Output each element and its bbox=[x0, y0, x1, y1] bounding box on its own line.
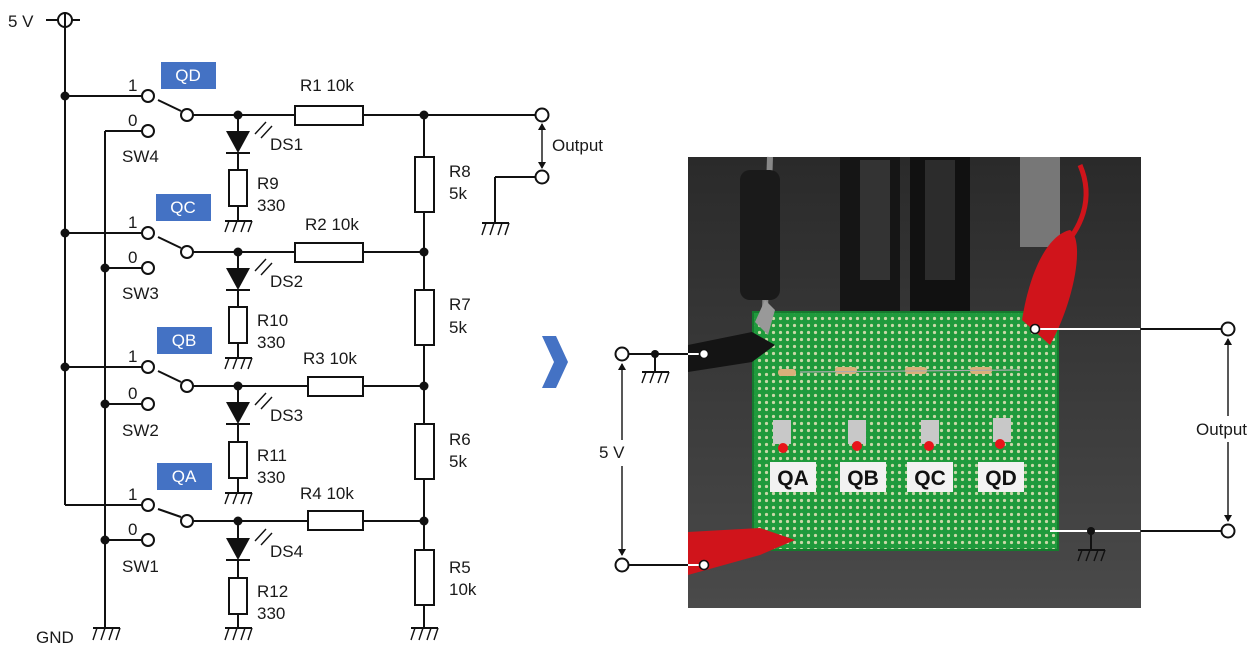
r3-label: R3 10k bbox=[303, 349, 357, 368]
stage-qa: 1 0 SW1 QA R4 10k DS4 R12 330 bbox=[65, 463, 424, 641]
gnd-symbol bbox=[92, 627, 121, 641]
r4-label: R4 10k bbox=[300, 484, 354, 503]
red-clip-top bbox=[1022, 230, 1078, 345]
pos-one-sw2: 1 bbox=[128, 347, 137, 366]
r12-value: 330 bbox=[257, 604, 285, 623]
gnd-symbol bbox=[410, 627, 439, 641]
photo-annotations: 5 V Output bbox=[596, 321, 1259, 573]
tag-qb-text: QB bbox=[172, 331, 197, 350]
pos-one-sw4: 1 bbox=[128, 76, 137, 95]
ladder: R8 5k R7 5k R6 5k R5 10k bbox=[410, 110, 477, 641]
tag-qd-text: QD bbox=[175, 66, 201, 85]
gnd-symbol bbox=[1077, 549, 1106, 562]
r11-name: R11 bbox=[257, 446, 287, 465]
stage-qd: 1 0 SW4 QD R1 10k DS1 R9 330 bbox=[60, 62, 538, 233]
tag-qc bbox=[156, 194, 211, 221]
resistor-r3 bbox=[307, 376, 364, 397]
gnd-symbol bbox=[224, 627, 253, 641]
perfboard bbox=[752, 311, 1059, 551]
r8-name: R8 bbox=[449, 162, 471, 181]
r2-label: R2 10k bbox=[305, 215, 359, 234]
r7-name: R7 bbox=[449, 295, 471, 314]
r9-name: R9 bbox=[257, 174, 279, 193]
board-label-qc: QC bbox=[914, 467, 946, 490]
arrow-icon bbox=[542, 336, 568, 388]
pos-zero-sw3: 0 bbox=[128, 248, 137, 267]
led-ds3-label: DS3 bbox=[270, 406, 303, 425]
led-ds3 bbox=[226, 402, 250, 424]
led-ds2 bbox=[226, 268, 250, 290]
r12-name: R12 bbox=[257, 582, 288, 601]
board-photo: QA QB QC QD bbox=[688, 156, 1141, 608]
resistor-r2 bbox=[294, 242, 364, 263]
pos-zero-sw4: 0 bbox=[128, 111, 137, 130]
supply-terminal bbox=[46, 12, 80, 28]
r9-value: 330 bbox=[257, 196, 285, 215]
gnd-symbol bbox=[481, 222, 510, 236]
board-label-qd: QD bbox=[985, 467, 1017, 490]
resistor-r12 bbox=[228, 577, 248, 615]
output-label: Output bbox=[552, 136, 603, 155]
pos-zero-sw2: 0 bbox=[128, 384, 137, 403]
stage-qb: 1 0 SW2 QB R3 10k DS3 R11 330 bbox=[60, 327, 424, 505]
led-ds1 bbox=[226, 131, 250, 153]
resistor-r9 bbox=[228, 169, 248, 207]
gnd-symbol bbox=[224, 492, 253, 505]
led-ds4-label: DS4 bbox=[270, 542, 303, 561]
gnd-label: GND bbox=[36, 628, 74, 647]
resistor-r11 bbox=[228, 441, 248, 479]
tag-qa bbox=[157, 463, 212, 490]
resistor-r4 bbox=[307, 510, 364, 531]
tag-qd bbox=[161, 62, 216, 89]
r8-value: 5k bbox=[449, 184, 467, 203]
resistor-r8 bbox=[414, 156, 435, 213]
r11-value: 330 bbox=[257, 468, 285, 487]
r10-value: 330 bbox=[257, 333, 285, 352]
tag-qc-text: QC bbox=[170, 198, 196, 217]
pos-one-sw1: 1 bbox=[128, 485, 137, 504]
supply-label: 5 V bbox=[8, 12, 34, 31]
black-clip bbox=[688, 332, 775, 372]
r7-value: 5k bbox=[449, 318, 467, 337]
r6-name: R6 bbox=[449, 430, 471, 449]
pos-one-sw3: 1 bbox=[128, 213, 137, 232]
photo-supply-label: 5 V bbox=[599, 443, 625, 462]
r5-name: R5 bbox=[449, 558, 471, 577]
pos-zero-sw1: 0 bbox=[128, 520, 137, 539]
resistor-r10 bbox=[228, 306, 248, 344]
board-label-qa: QA bbox=[777, 467, 809, 490]
board-switches bbox=[773, 418, 1011, 453]
switch-sw2: SW2 bbox=[122, 421, 159, 440]
tag-qa-text: QA bbox=[172, 467, 197, 486]
led-ds4 bbox=[226, 538, 250, 560]
r5-value: 10k bbox=[449, 580, 477, 599]
switch-sw1: SW1 bbox=[122, 557, 159, 576]
led-ds2-label: DS2 bbox=[270, 272, 303, 291]
resistor-r1 bbox=[294, 105, 364, 126]
stage-qc: 1 0 SW3 QC R2 10k DS2 R10 330 bbox=[60, 194, 424, 370]
gnd-symbol bbox=[224, 357, 253, 370]
r10-name: R10 bbox=[257, 311, 288, 330]
resistor-r5 bbox=[414, 549, 435, 606]
board-label-qb: QB bbox=[847, 467, 879, 490]
board-labels: QA QB QC QD bbox=[770, 462, 1024, 492]
r1-label: R1 10k bbox=[300, 76, 354, 95]
tag-qb bbox=[157, 327, 212, 354]
photo-output-label: Output bbox=[1196, 420, 1247, 439]
resistor-r6 bbox=[414, 423, 435, 480]
gnd-symbol bbox=[641, 371, 670, 384]
switch-sw3: SW3 bbox=[122, 284, 159, 303]
resistor-r7 bbox=[414, 289, 435, 346]
switch-sw4: SW4 bbox=[122, 147, 159, 166]
led-ds1-label: DS1 bbox=[270, 135, 303, 154]
red-clip-bottom bbox=[688, 528, 795, 575]
schematic: 5 V GND 1 0 SW4 bbox=[8, 12, 603, 647]
gnd-symbol bbox=[224, 220, 253, 233]
output-terminals: Output bbox=[481, 107, 603, 236]
r6-value: 5k bbox=[449, 452, 467, 471]
